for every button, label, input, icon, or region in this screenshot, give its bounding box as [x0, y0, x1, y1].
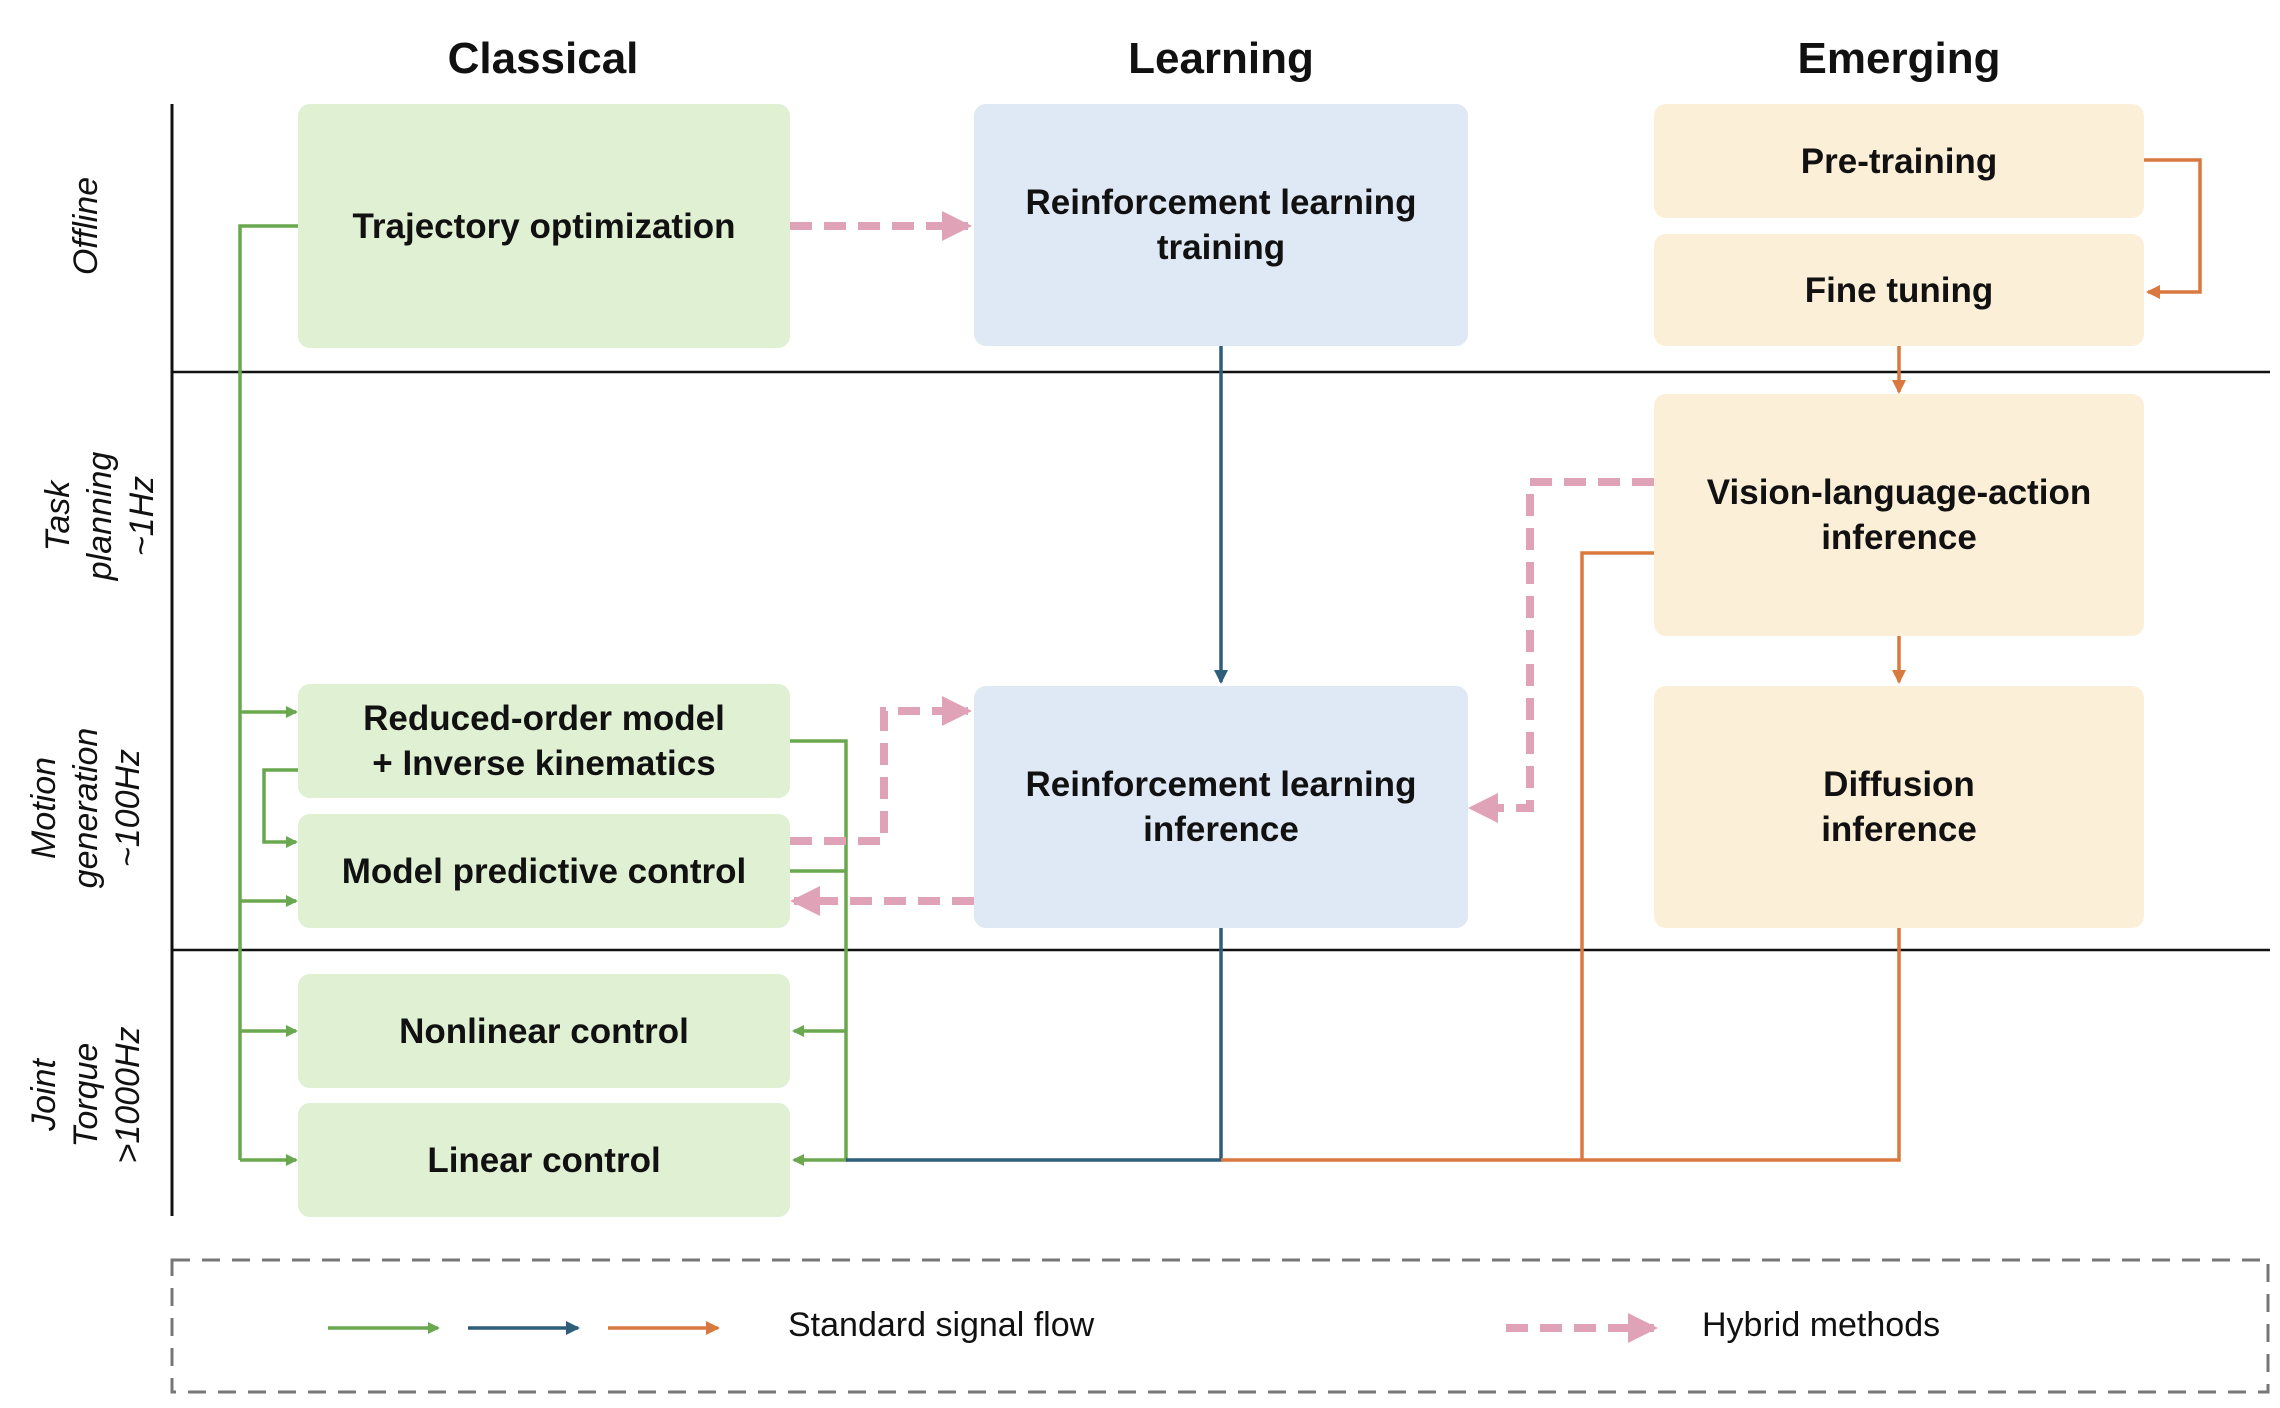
classical-flows	[238, 224, 848, 1166]
legend-frame	[170, 1258, 2270, 1394]
row-label-joint-torque: Joint Torque >1000Hz	[25, 1026, 147, 1164]
trajectory-optimization-box: Trajectory optimization	[298, 104, 790, 348]
row-label-task-planning: Task planning ~1Hz	[39, 451, 161, 581]
legend-standard-label: Standard signal flow	[788, 1306, 1095, 1344]
emerging-flows	[1221, 158, 2202, 1162]
pre-training-box: Pre-training	[1654, 104, 2144, 218]
rl-inference-box: Reinforcement learning inference	[974, 686, 1468, 928]
vla-inference-box: Vision-language-action inference	[1654, 394, 2144, 636]
column-title-emerging: Emerging	[1797, 34, 2001, 83]
rl-training-box: Reinforcement learning training	[974, 104, 1468, 346]
fine-tuning-box: Fine tuning	[1654, 234, 2144, 346]
diffusion-inference-box: Diffusion inference	[1654, 686, 2144, 928]
nonlinear-control-box: Nonlinear control	[298, 974, 790, 1088]
model-predictive-control-box: Model predictive control	[298, 814, 790, 928]
column-title-learning: Learning	[1128, 34, 1314, 83]
row-label-offline: Offline	[67, 176, 105, 276]
linear-control-box: Linear control	[298, 1103, 790, 1217]
legend-hybrid-label: Hybrid methods	[1702, 1306, 1941, 1344]
row-label-motion-generation: Motion generation ~100Hz	[25, 727, 147, 889]
column-title-classical: Classical	[447, 34, 639, 83]
hybrid-flows	[790, 211, 1654, 916]
reduced-order-model-box: Reduced-order model + Inverse kinematics	[298, 684, 790, 798]
